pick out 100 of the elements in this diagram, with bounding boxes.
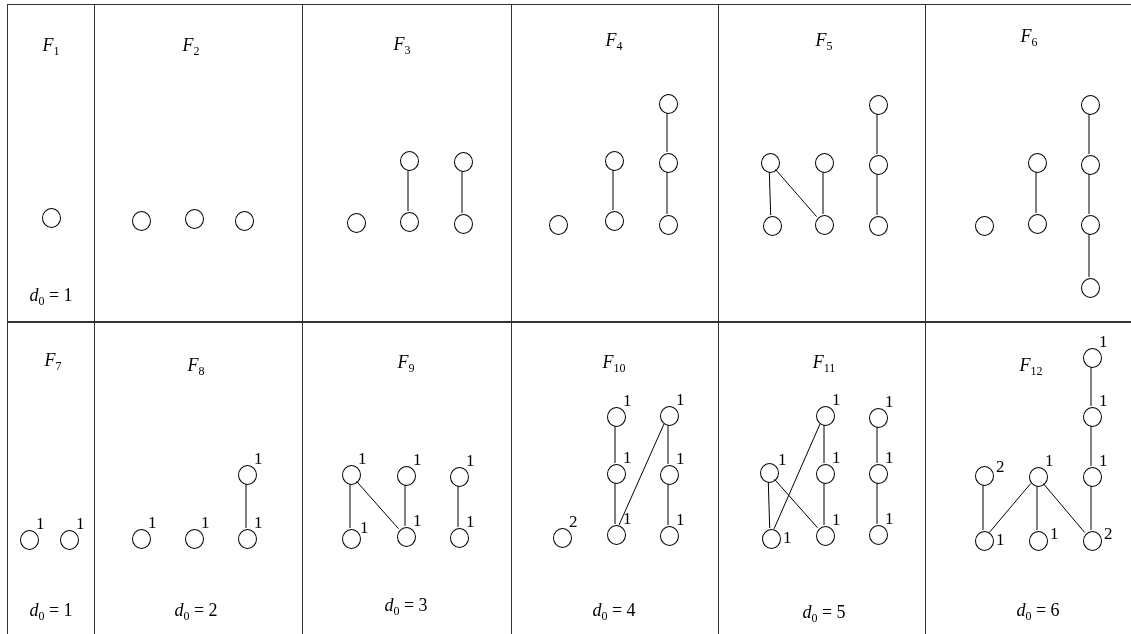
- vertex-number: 1: [1045, 452, 1054, 469]
- vertex-number: 1: [885, 510, 894, 527]
- graph-edge: [767, 481, 771, 529]
- vertex-number: 1: [413, 512, 422, 529]
- table-cell: [511, 322, 718, 634]
- vertex-number: 1: [254, 450, 263, 467]
- table-cell: [302, 322, 511, 634]
- vertex-number: 1: [1050, 525, 1059, 542]
- graph-label: F$_{3}$: [393, 34, 411, 56]
- table-cell: [718, 4, 925, 322]
- table-cell: [302, 4, 511, 322]
- table-cell: [925, 4, 1131, 322]
- graph-edge: [1090, 425, 1092, 467]
- table-cell: [7, 322, 94, 634]
- vertex-number: 1: [1099, 333, 1108, 350]
- vertex-number: 1: [783, 529, 792, 546]
- vertex-number: 1: [1099, 392, 1108, 409]
- vertex-number: 1: [413, 451, 422, 468]
- graph-edge: [1088, 113, 1090, 155]
- degree-label: d$_{0}$ = 1: [29, 285, 73, 307]
- graph-edge: [768, 171, 772, 216]
- graph-edge: [614, 482, 616, 525]
- graph-label: F$_{6}$: [1020, 26, 1038, 48]
- vertex-number: 1: [466, 513, 475, 530]
- graph-edge: [822, 171, 824, 215]
- vertex-number: 1: [996, 531, 1005, 548]
- table-cell: [718, 322, 925, 634]
- degree-label: d$_{0}$ = 5: [802, 602, 846, 624]
- vertex-number: 1: [466, 452, 475, 469]
- graph-edge: [1088, 173, 1090, 215]
- graph-edge: [349, 483, 351, 529]
- vertex-number: 1: [360, 519, 369, 536]
- graph-edge: [774, 478, 818, 529]
- graph-edge: [1090, 485, 1092, 531]
- graph-edge: [823, 424, 825, 464]
- graph-edge: [457, 485, 459, 528]
- graph-edge: [614, 425, 616, 464]
- table-cell: [7, 4, 94, 322]
- degree-label: d$_{0}$ = 6: [1016, 600, 1060, 622]
- graph-label: F$_{1}$: [42, 35, 60, 57]
- graph-label: F$_{8}$: [187, 355, 205, 377]
- graph-label: F$_{5}$: [815, 30, 833, 52]
- vertex-number: 1: [832, 511, 841, 528]
- vertex-number: 1: [623, 392, 632, 409]
- vertex-number: 1: [676, 450, 685, 467]
- graph-edge: [773, 423, 821, 530]
- vertex-number: 1: [676, 511, 685, 528]
- graph-edge: [666, 112, 668, 153]
- degree-label: d$_{0}$ = 3: [384, 595, 428, 617]
- vertex-number: 1: [885, 393, 894, 410]
- vertex-number: 1: [623, 449, 632, 466]
- graph-edge: [1036, 485, 1038, 531]
- graph-edge: [876, 173, 878, 216]
- graph-edge: [666, 171, 668, 215]
- vertex-number: 1: [76, 515, 85, 532]
- graph-label: F$_{2}$: [182, 35, 200, 57]
- graph-edge: [876, 482, 878, 525]
- vertex-number: 1: [358, 450, 367, 467]
- graph-edge: [1090, 366, 1092, 407]
- vertex-number: 1: [832, 449, 841, 466]
- graph-edge: [404, 484, 406, 527]
- vertex-number: 1: [36, 515, 45, 532]
- graph-label: F$_{10}$: [602, 352, 626, 374]
- vertex-number: 1: [778, 451, 787, 468]
- vertex-number: 1: [201, 514, 210, 531]
- graph-edge: [356, 480, 399, 530]
- vertex-number: 2: [996, 458, 1005, 475]
- graph-edge: [1035, 171, 1037, 214]
- graph-edge: [245, 483, 247, 529]
- table-cell: [925, 322, 1131, 634]
- graph-edge: [988, 483, 1032, 533]
- degree-label: d$_{0}$ = 4: [592, 600, 636, 622]
- vertex-number: 2: [1104, 525, 1113, 542]
- graph-edge: [876, 426, 878, 464]
- table-cell: [94, 4, 302, 322]
- graph-edge: [667, 483, 669, 526]
- vertex-number: 1: [254, 514, 263, 531]
- graph-edge: [1042, 483, 1086, 533]
- vertex-number: 1: [623, 510, 632, 527]
- graph-label: F$_{9}$: [397, 352, 415, 374]
- vertex-number: 1: [676, 391, 685, 408]
- graph-edge: [667, 424, 669, 465]
- vertex-number: 2: [569, 513, 578, 530]
- graph-edge: [823, 482, 825, 526]
- graph-label: F$_{7}$: [44, 350, 62, 372]
- graph-edge: [461, 170, 463, 214]
- table-cell: [511, 4, 718, 322]
- vertex-number: 1: [885, 449, 894, 466]
- graph-edge: [982, 484, 984, 531]
- degree-label: d$_{0}$ = 1: [29, 600, 73, 622]
- degree-label: d$_{0}$ = 2: [174, 600, 218, 622]
- vertex-number: 1: [832, 391, 841, 408]
- graph-label: F$_{4}$: [605, 30, 623, 52]
- graph-edge: [612, 169, 614, 211]
- graph-edge: [1088, 233, 1090, 278]
- graph-edge: [618, 423, 665, 526]
- graph-label: F$_{12}$: [1019, 355, 1043, 377]
- graph-label: F$_{11}$: [812, 352, 836, 374]
- graph-edge: [774, 168, 818, 218]
- vertex-number: 1: [1099, 452, 1108, 469]
